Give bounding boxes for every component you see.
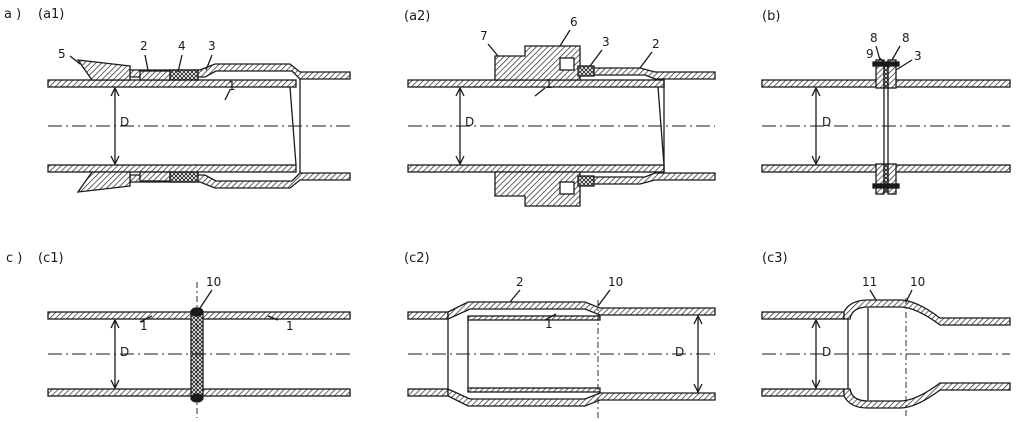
pipe-1-top-wall [47, 79, 297, 88]
panel-c2 [407, 289, 716, 418]
socket-2-top [447, 301, 716, 321]
panel-a1 [47, 54, 351, 193]
callout-3: 3 [208, 39, 216, 53]
callout-3: 3 [914, 49, 922, 63]
callout-10: 10 [910, 275, 925, 289]
callout-5: 5 [58, 47, 66, 61]
callout-2: 2 [652, 37, 660, 51]
callout-1: 1 [545, 77, 553, 91]
gland-5-top [76, 59, 131, 81]
dimension-D: D [120, 345, 129, 359]
gland-5-bottom [76, 171, 131, 193]
dimension-D: D [120, 115, 129, 129]
callout-8-left: 8 [870, 31, 878, 45]
dimension-D: D [675, 345, 684, 359]
seal-3-top [577, 65, 595, 77]
group-label-c: c ) [6, 251, 22, 266]
seal-3-bottom [169, 171, 199, 183]
callout-2: 2 [516, 275, 524, 289]
bolt-bottom [872, 183, 900, 189]
ring-4-top [139, 70, 171, 81]
union-nut-6-bottom [494, 171, 581, 207]
callout-7: 7 [480, 29, 488, 43]
callout-3: 3 [602, 35, 610, 49]
seal-3-top [169, 69, 199, 81]
dimension-D: D [822, 115, 831, 129]
callout-10: 10 [608, 275, 623, 289]
callout-1: 1 [228, 79, 236, 93]
callout-11: 11 [862, 275, 877, 289]
group-label-a: a ) [4, 7, 21, 22]
panel-a2 [407, 29, 716, 207]
callout-10: 10 [206, 275, 221, 289]
callout-9: 9 [866, 47, 874, 61]
dimension-D: D [822, 345, 831, 359]
swage-11-bottom [843, 382, 1011, 409]
callout-1-right: 1 [286, 319, 294, 333]
swage-11-top [843, 299, 1011, 326]
callout-6: 6 [570, 15, 578, 29]
text-labels: a ) (a1) (a2) (b) c ) (c1) (c2) (c3) 5 2… [4, 7, 925, 359]
pipe-1-top-wall [407, 79, 665, 88]
ring-4-bottom [139, 171, 171, 182]
panel-c3 [761, 289, 1011, 418]
socket-2-bottom [447, 387, 716, 407]
panel-b [761, 45, 1011, 195]
callout-8-right: 8 [902, 31, 910, 45]
callout-1: 1 [545, 317, 553, 331]
panel-title-c2: (c2) [404, 251, 430, 266]
panel-c1 [47, 282, 351, 418]
dimension-D: D [465, 115, 474, 129]
pipe-1-bottom-wall [407, 164, 665, 173]
pipe-1-bottom-wall [47, 164, 297, 173]
seal-3-bottom [577, 175, 595, 187]
callout-4: 4 [178, 39, 186, 53]
union-nut-6-top [494, 45, 581, 81]
panel-title-a2: (a2) [404, 9, 430, 24]
callout-2: 2 [140, 39, 148, 53]
panel-title-b: (b) [762, 9, 780, 24]
callout-1-left: 1 [140, 319, 148, 333]
panel-title-a1: (a1) [38, 7, 64, 22]
gasket-9 [883, 63, 889, 89]
panel-title-c1: (c1) [38, 251, 64, 266]
panel-title-c3: (c3) [762, 251, 788, 266]
